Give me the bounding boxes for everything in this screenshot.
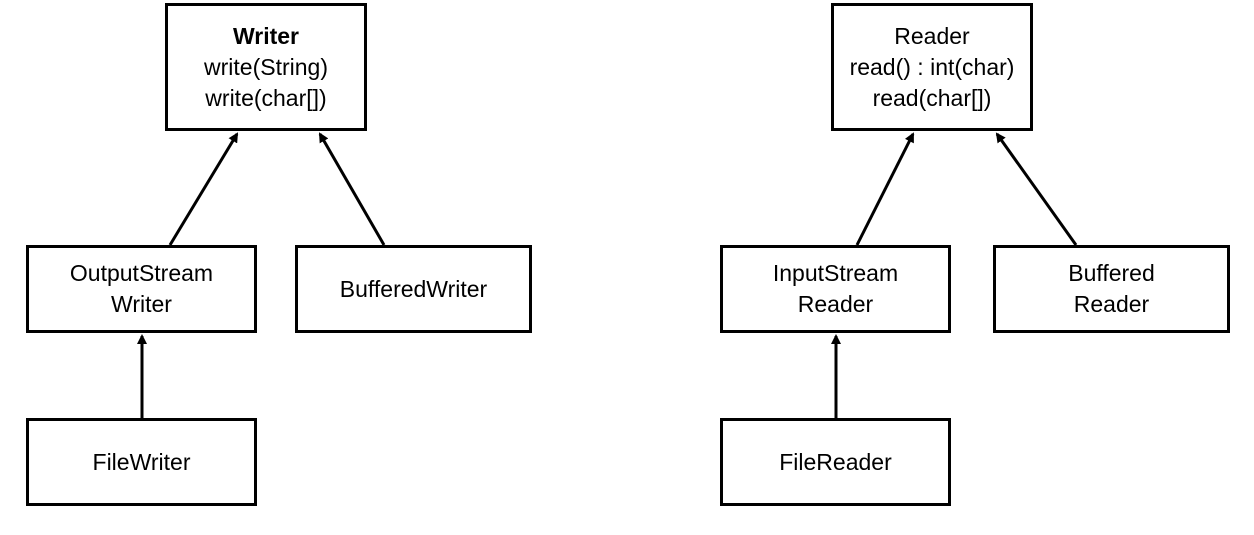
reader-class-box: Reader read() : int(char) read(char[]) [831,3,1033,131]
output-stream-writer-name-line2: Writer [111,291,172,317]
buffered-reader-name-line1: Buffered [1068,260,1155,286]
output-stream-writer-name-line1: OutputStream [69,260,214,286]
input-stream-reader-name-line1: InputStream [772,260,899,286]
file-reader-class-box: FileReader [720,418,951,506]
writer-method-write-chars: write(char[]) [205,84,327,111]
buffered-writer-name: BufferedWriter [339,275,488,302]
writer-class-box: Writer write(String) write(char[]) [165,3,367,131]
arrow-isr-to-reader [855,132,915,246]
file-writer-class-box: FileWriter [26,418,257,506]
reader-method-read-int: read() : int(char) [849,53,1015,80]
buffered-writer-class-box: BufferedWriter [295,245,532,333]
reader-method-read-chars: read(char[]) [872,84,992,111]
arrow-bufferedwriter-to-writer [318,132,386,246]
reader-class-name: Reader [894,22,970,49]
input-stream-reader-name-line2: Reader [797,291,874,317]
output-stream-writer-class-box: OutputStream Writer [26,245,257,333]
file-writer-name: FileWriter [92,448,191,475]
buffered-reader-name-line2: Reader [1073,291,1150,317]
arrow-bufferedreader-to-reader [995,132,1078,246]
writer-method-write-string: write(String) [204,53,328,80]
arrow-osw-to-writer [168,132,239,246]
file-reader-name: FileReader [779,448,892,475]
input-stream-reader-class-box: InputStream Reader [720,245,951,333]
buffered-reader-class-box: Buffered Reader [993,245,1230,333]
writer-class-name: Writer [232,22,300,49]
